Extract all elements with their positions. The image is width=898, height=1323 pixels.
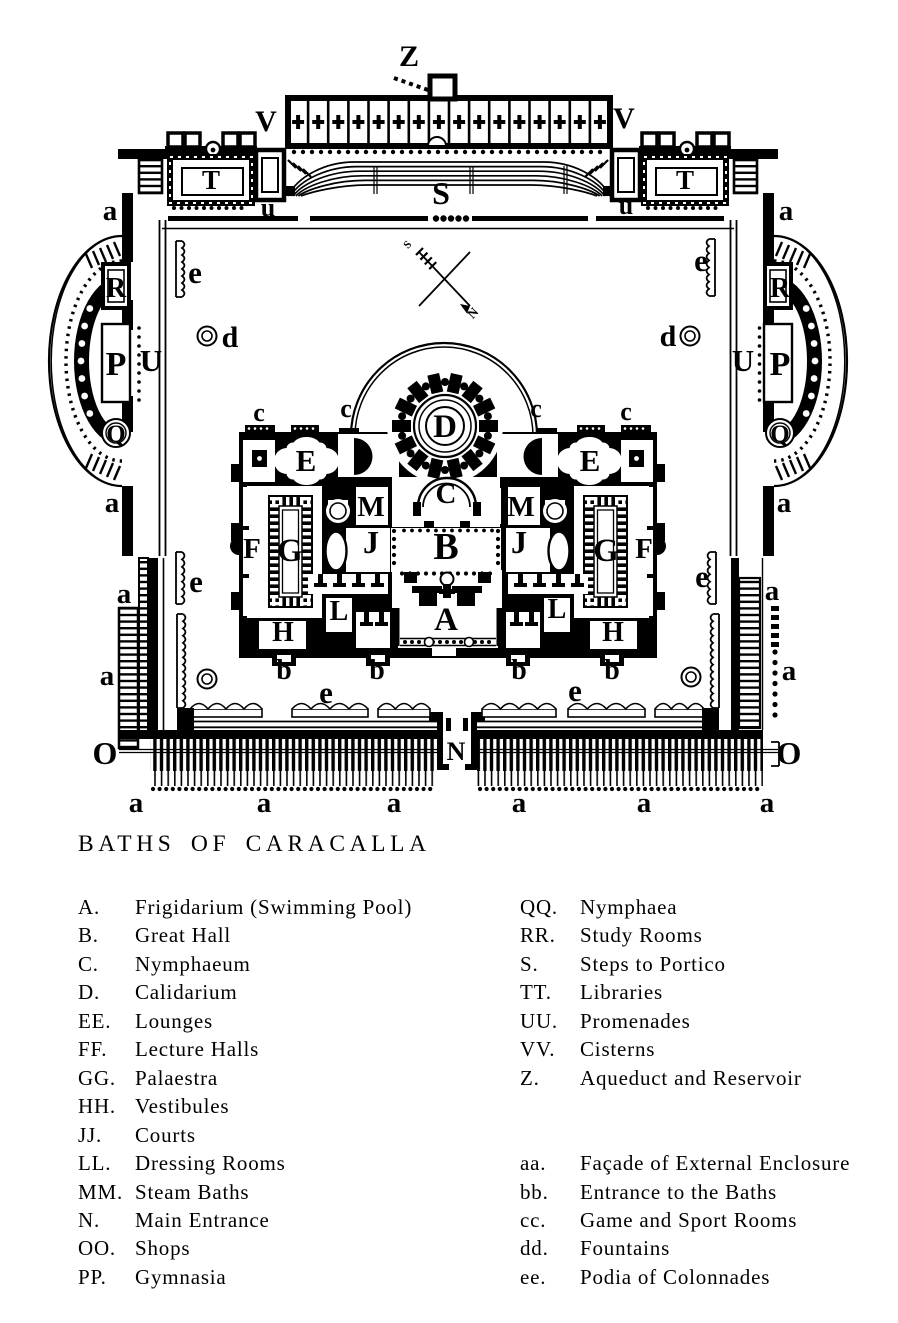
svg-text:D: D <box>433 409 457 445</box>
svg-text:H: H <box>272 617 294 648</box>
svg-text:a: a <box>779 195 794 227</box>
svg-text:a: a <box>117 578 132 610</box>
svg-text:a: a <box>777 487 792 519</box>
svg-text:S: S <box>401 239 414 252</box>
svg-text:a: a <box>782 655 797 687</box>
svg-text:F: F <box>243 533 261 565</box>
svg-text:u: u <box>261 193 275 222</box>
svg-text:T: T <box>202 165 220 195</box>
svg-text:a: a <box>257 787 272 819</box>
svg-text:A: A <box>434 602 458 638</box>
svg-text:a: a <box>105 487 120 519</box>
svg-text:V: V <box>613 102 635 135</box>
svg-text:a: a <box>765 575 780 607</box>
svg-text:L: L <box>548 594 567 625</box>
svg-text:c: c <box>530 394 542 423</box>
svg-text:N: N <box>447 737 466 766</box>
svg-text:E: E <box>296 443 317 478</box>
svg-text:d: d <box>660 320 677 353</box>
svg-text:F: F <box>635 533 653 565</box>
svg-text:e: e <box>189 564 203 599</box>
svg-text:a: a <box>512 787 527 819</box>
svg-text:c: c <box>253 398 265 427</box>
svg-text:a: a <box>103 195 118 227</box>
svg-text:c: c <box>340 394 352 423</box>
svg-text:a: a <box>760 787 775 819</box>
svg-text:B: B <box>433 526 458 568</box>
svg-text:d: d <box>222 321 239 354</box>
svg-text:Z: Z <box>399 40 419 73</box>
svg-text:u: u <box>619 191 633 220</box>
svg-text:M: M <box>507 491 534 523</box>
svg-text:O: O <box>93 735 118 771</box>
svg-text:U: U <box>140 343 162 378</box>
svg-text:e: e <box>319 675 333 710</box>
svg-text:b: b <box>511 655 527 686</box>
svg-text:G: G <box>593 533 619 569</box>
svg-text:J: J <box>363 524 379 560</box>
svg-text:b: b <box>369 655 385 686</box>
svg-text:Q: Q <box>106 421 125 448</box>
svg-text:T: T <box>676 165 694 195</box>
svg-text:E: E <box>580 443 601 478</box>
svg-text:H: H <box>602 617 624 648</box>
svg-text:b: b <box>604 655 620 686</box>
svg-text:C: C <box>436 478 457 510</box>
svg-text:J: J <box>511 524 527 560</box>
svg-text:V: V <box>255 105 277 138</box>
svg-text:U: U <box>732 343 754 378</box>
svg-text:S: S <box>432 175 450 211</box>
svg-text:b: b <box>276 655 292 686</box>
svg-text:e: e <box>568 673 582 708</box>
svg-text:e: e <box>188 255 202 290</box>
svg-text:O: O <box>777 735 802 771</box>
svg-text:P: P <box>106 346 127 383</box>
svg-text:P: P <box>770 346 791 383</box>
svg-text:e: e <box>694 243 708 278</box>
svg-text:R: R <box>106 273 127 304</box>
svg-text:a: a <box>387 787 402 819</box>
svg-text:R: R <box>770 273 791 304</box>
svg-text:c: c <box>620 397 632 426</box>
svg-text:L: L <box>330 596 349 627</box>
svg-text:M: M <box>357 491 384 523</box>
svg-text:Q: Q <box>770 421 789 448</box>
svg-text:e: e <box>695 559 709 594</box>
svg-text:G: G <box>277 533 303 569</box>
svg-text:a: a <box>129 787 144 819</box>
svg-text:a: a <box>637 787 652 819</box>
svg-text:a: a <box>100 660 115 692</box>
